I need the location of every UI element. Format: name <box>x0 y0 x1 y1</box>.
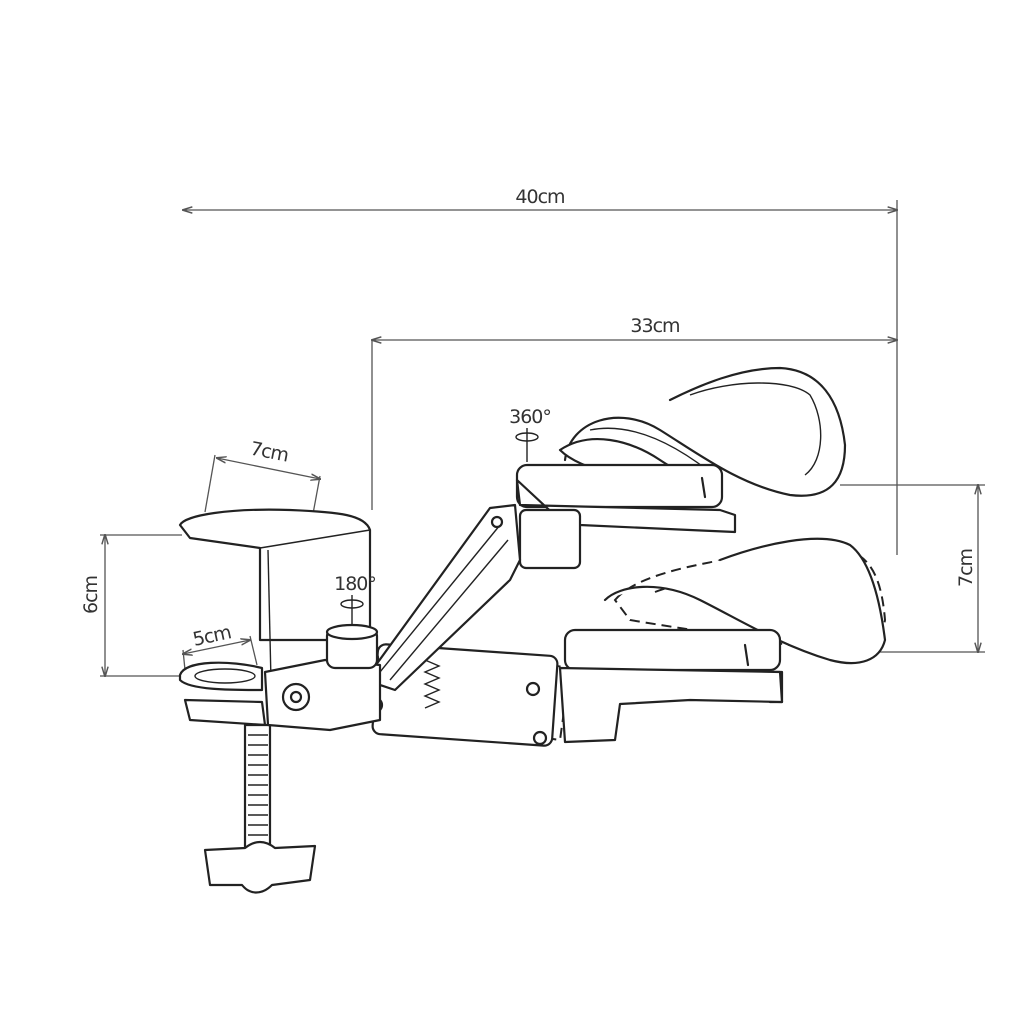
label-180: 180° <box>334 573 376 595</box>
rotation-360: 360° <box>509 406 552 462</box>
clamp-knob <box>203 840 317 894</box>
lower-arm-position <box>371 537 887 747</box>
label-5cm: 5cm <box>191 621 233 650</box>
upper-arm <box>363 366 847 714</box>
dimension-6cm: 6cm <box>80 535 182 676</box>
label-height-7cm: 7cm <box>955 549 977 587</box>
label-360: 360° <box>509 406 551 428</box>
dimension-40cm: 40cm <box>183 186 897 555</box>
dimension-33cm: 33cm <box>372 315 897 510</box>
label-40cm: 40cm <box>515 186 564 208</box>
desk-clamp <box>178 508 382 894</box>
dimension-height-7cm: 7cm <box>840 485 985 652</box>
clamp-screw <box>243 723 272 852</box>
label-33cm: 33cm <box>630 315 679 337</box>
label-6cm: 6cm <box>80 576 102 614</box>
rotation-180: 180° <box>334 573 377 624</box>
label-clamp-7cm: 7cm <box>248 438 290 467</box>
